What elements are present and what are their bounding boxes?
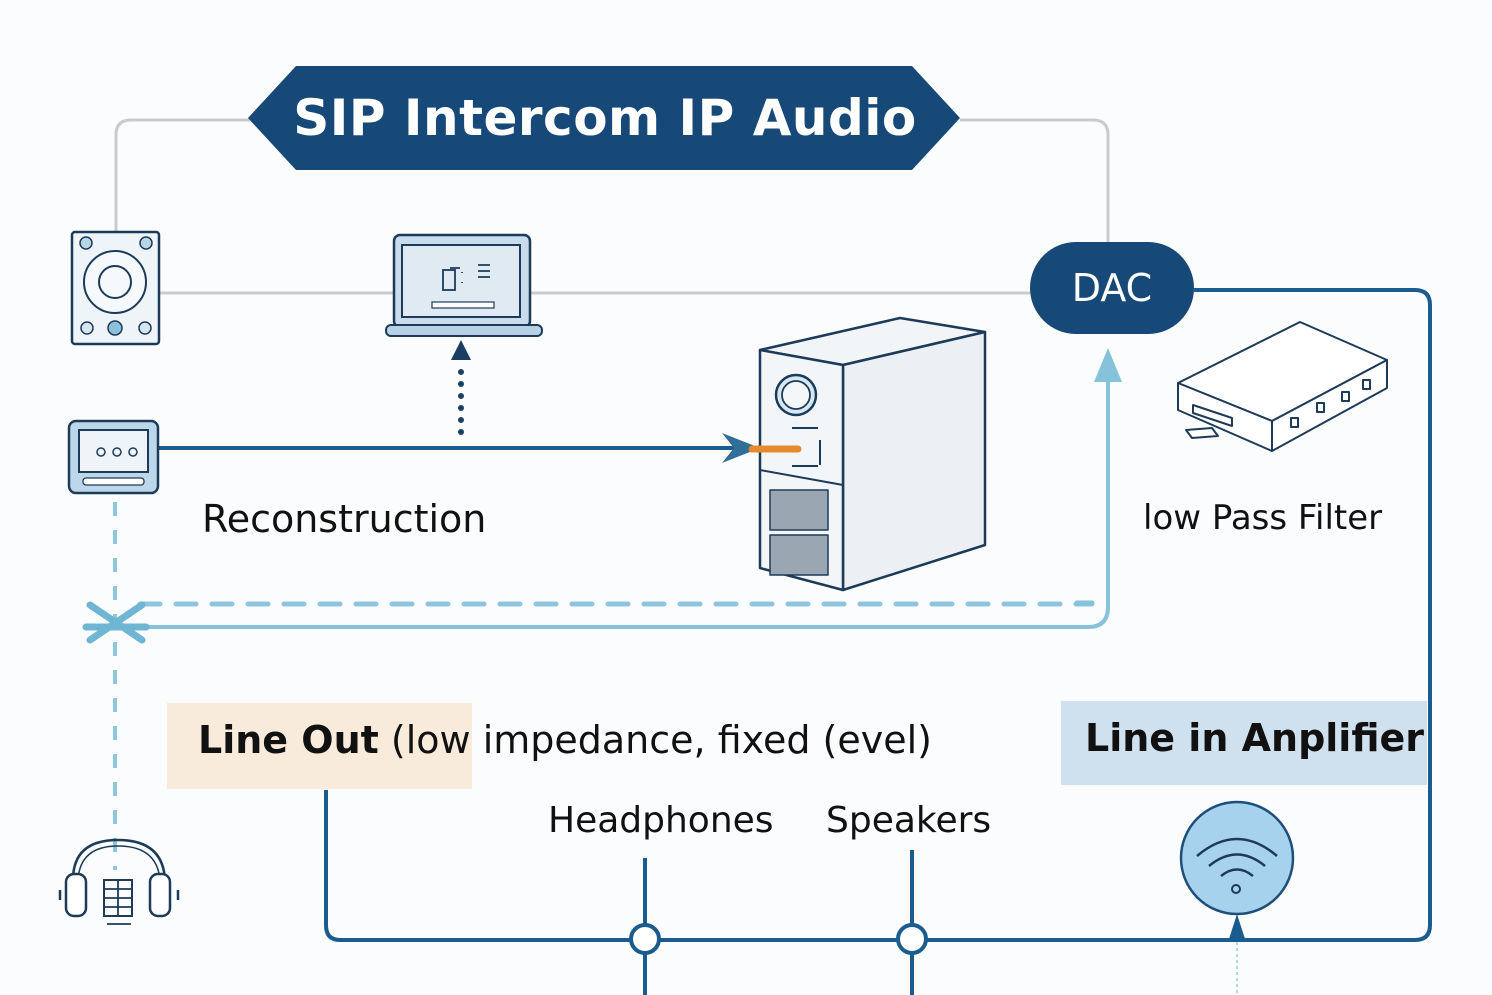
headphones-junction[interactable] (629, 923, 661, 955)
reconstruction-feedback-line (140, 380, 1110, 629)
pc-input-arrow (722, 433, 760, 463)
headphones-icon[interactable] (58, 838, 180, 925)
page-title: SIP Intercom IP Audio (293, 89, 917, 147)
line-in-amplifier-box (1061, 701, 1427, 785)
dac-label: DAC (1071, 266, 1153, 310)
line-out-title: Line Out (198, 718, 379, 762)
pc-tower-icon[interactable] (748, 316, 987, 592)
headphones-label: Headphones (548, 800, 774, 841)
line-out-detail: (low impedance, fixed (evel) (378, 718, 932, 762)
speakers-label: Speakers (826, 800, 992, 841)
audio-interface-icon[interactable] (67, 419, 160, 495)
gray-connector-top (114, 118, 1110, 245)
line-out-label: Line Out (low impedance, fixed (evel) (198, 718, 932, 762)
dotted-arrow-to-laptop (451, 340, 471, 435)
wifi-speaker-icon[interactable] (1179, 800, 1295, 995)
junction-star-icon (82, 601, 150, 644)
dac-output-line (324, 288, 1432, 942)
low-pass-filter-label: low Pass Filter (1143, 498, 1383, 538)
speaker-icon[interactable] (70, 230, 161, 346)
laptop-icon[interactable] (385, 233, 543, 337)
line-in-amplifier-label: Line in Anplifier (1085, 716, 1424, 760)
dac-input-arrow (1094, 348, 1122, 382)
speakers-junction[interactable] (896, 923, 928, 955)
filter-box-icon[interactable] (1177, 321, 1388, 452)
dac-node[interactable] (1030, 242, 1194, 334)
reconstruction-label: Reconstruction (202, 497, 487, 541)
title-banner (248, 66, 960, 170)
line-out-box (167, 703, 472, 789)
